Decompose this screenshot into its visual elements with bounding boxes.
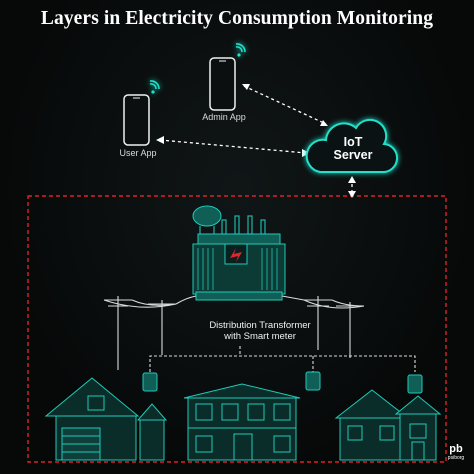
iot-server-cloud-icon (305, 118, 399, 174)
distribution-transformer-icon (192, 205, 286, 301)
brand-logo-text: psiborg (447, 455, 465, 461)
iot-server-label: IoT Server (318, 136, 388, 162)
house-left-icon (44, 377, 168, 461)
power-line-poles (103, 295, 365, 370)
meter-connection-lines (149, 346, 416, 372)
brand-logo-mark: pb (449, 443, 463, 455)
iot-server-label-line2: Server (333, 148, 373, 162)
user-wifi-icon (149, 80, 160, 94)
transformer-label: Distribution Transformer with Smart mete… (170, 320, 350, 342)
transformer-meter-icon (230, 248, 242, 262)
server-link-arrowhead-top (320, 120, 328, 126)
field-layer-boundary (27, 195, 447, 463)
admin-app-phone-icon (209, 57, 236, 111)
transformer-label-line2: with Smart meter (224, 331, 296, 342)
admin-app-label: Admin App (202, 112, 246, 122)
brand-logo: pb psiborg (443, 443, 469, 462)
smart-meter-icon (142, 371, 423, 394)
admin-to-server-link (243, 85, 327, 125)
transformer-label-line1: Distribution Transformer (209, 320, 311, 331)
house-right-icon (334, 389, 442, 461)
admin-wifi-icon (235, 43, 246, 57)
server-down-arrowhead (348, 191, 356, 198)
admin-link-arrowhead (242, 84, 250, 90)
iot-server-label-line1: IoT (343, 135, 363, 149)
server-up-arrowhead (348, 176, 356, 183)
user-app-label: User App (119, 148, 157, 158)
diagram-title: Layers in Electricity Consumption Monito… (40, 8, 434, 29)
user-app-phone-icon (123, 94, 150, 146)
user-to-server-link (159, 139, 307, 154)
user-link-arrowhead (156, 136, 164, 144)
house-middle-icon (183, 383, 301, 461)
